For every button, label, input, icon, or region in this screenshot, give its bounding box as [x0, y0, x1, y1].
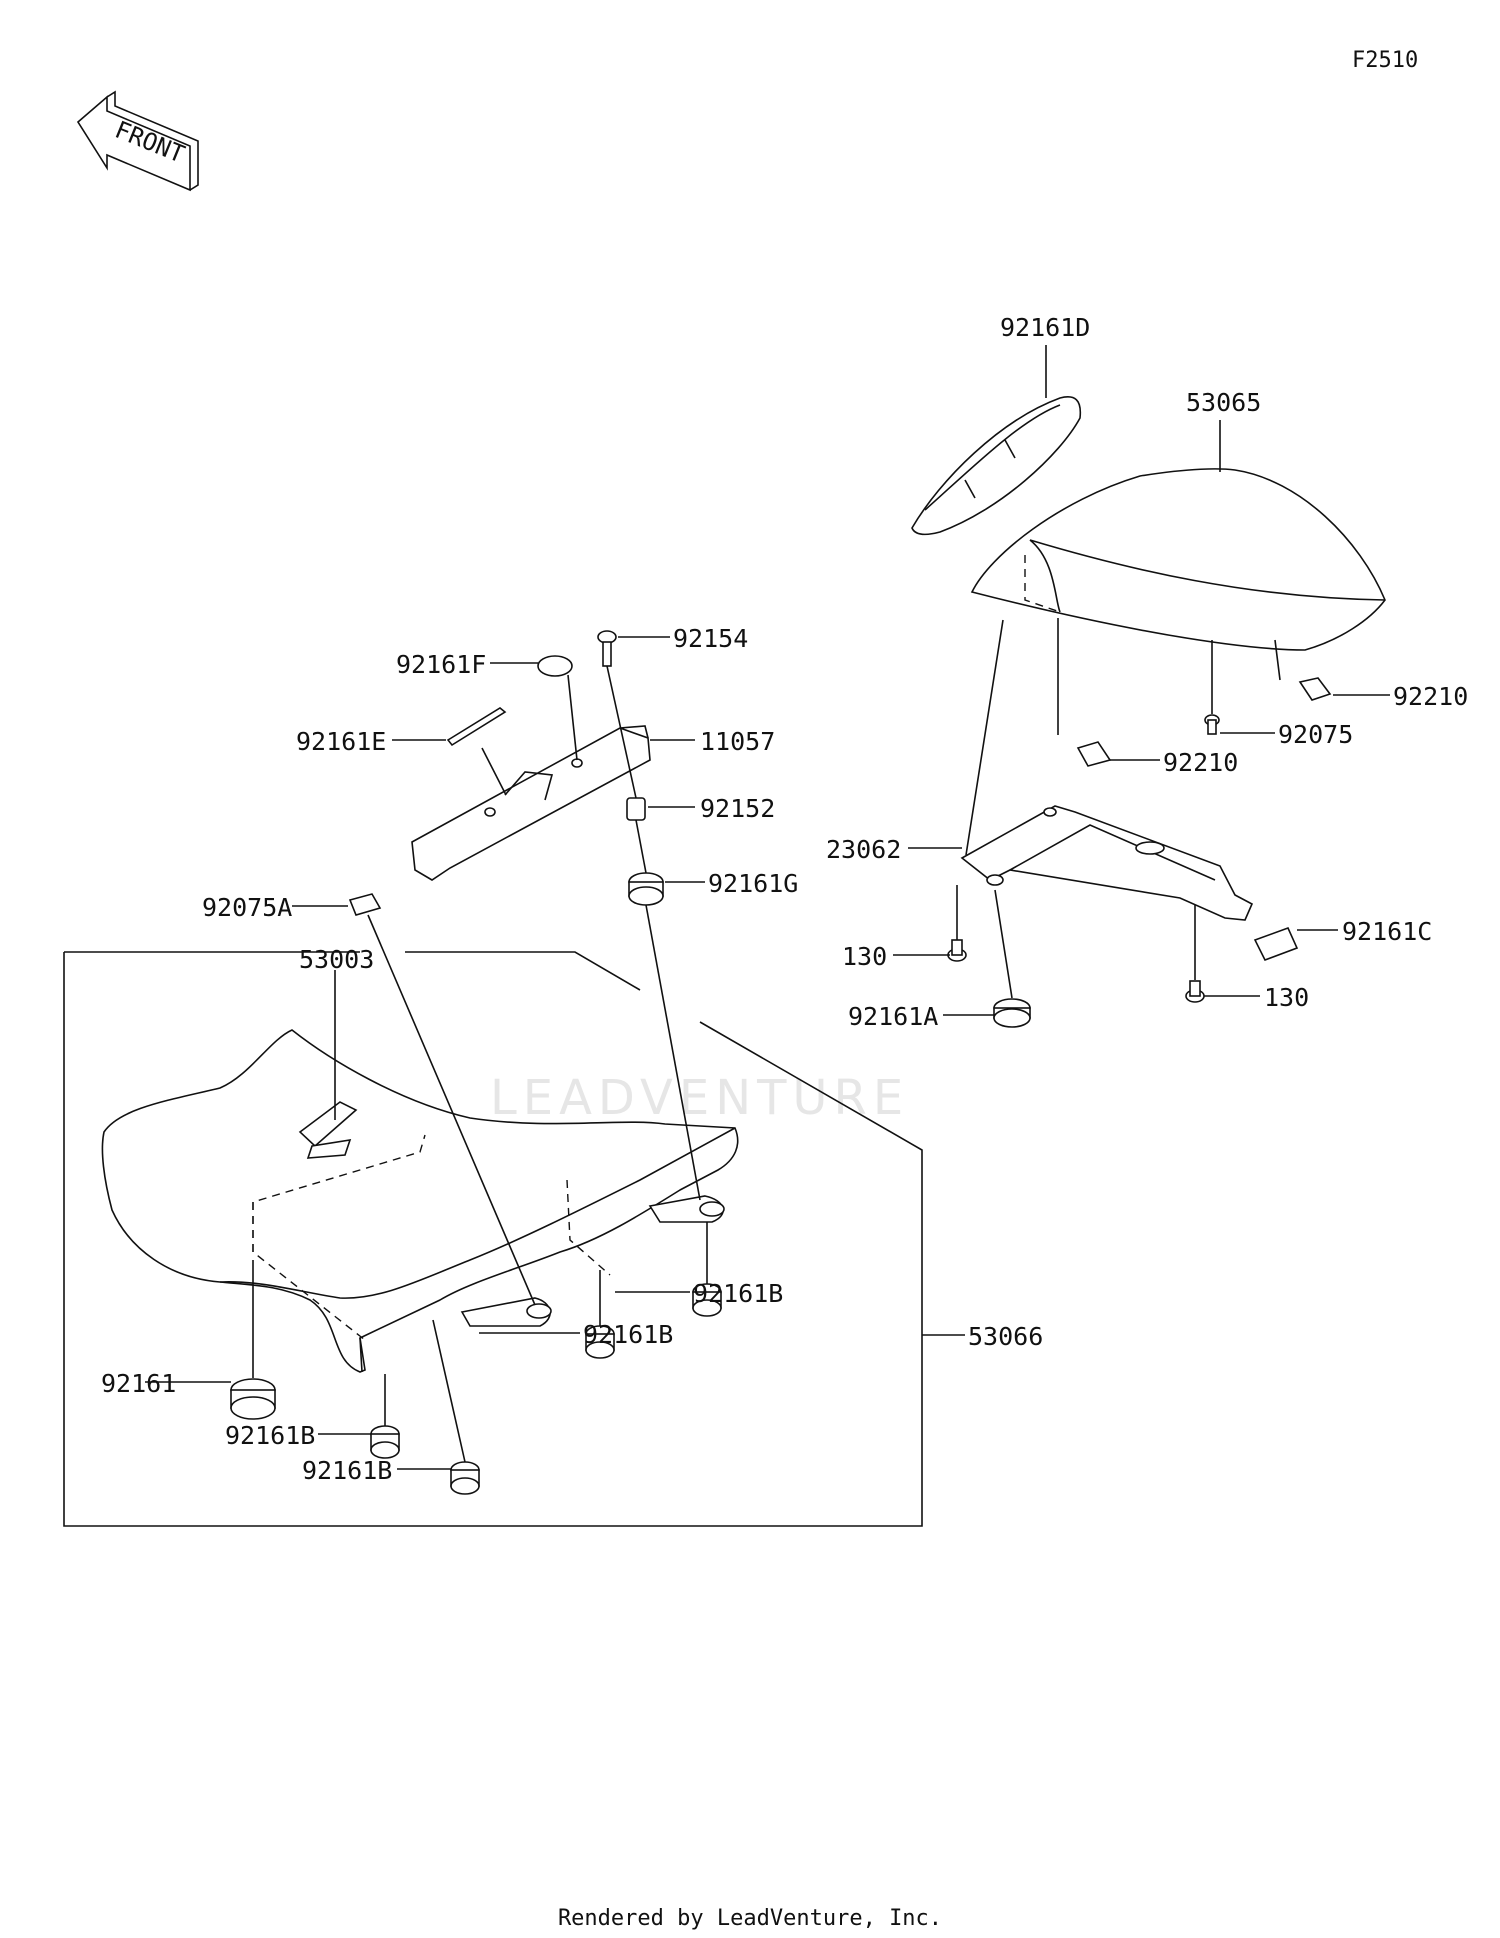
render-credit: Rendered by LeadVenture, Inc.	[557, 1906, 943, 1931]
screw-130-left	[947, 939, 967, 962]
bracket-23062	[960, 805, 1254, 921]
label-92210-left: 92210	[1163, 748, 1239, 777]
label-92161: 92161	[101, 1369, 177, 1398]
damper-92161B-1	[370, 1425, 400, 1459]
seat-assembly-box	[63, 951, 965, 1527]
clip-92210-left	[1076, 741, 1112, 767]
label-92161G: 92161G	[708, 869, 799, 898]
label-92075A: 92075A	[202, 893, 293, 922]
label-92210-right: 92210	[1393, 682, 1469, 711]
label-92161A: 92161A	[848, 1002, 939, 1031]
pad-92161C	[1253, 926, 1299, 962]
label-23062: 23062	[826, 835, 902, 864]
label-92154: 92154	[673, 624, 749, 653]
label-92161C: 92161C	[1342, 917, 1433, 946]
label-92161E: 92161E	[296, 727, 387, 756]
label-92161B-lower-right: 92161B	[302, 1456, 393, 1485]
bolt-92075	[1204, 714, 1220, 735]
screw-130-right	[1185, 980, 1205, 1003]
label-92075: 92075	[1278, 720, 1354, 749]
label-11057: 11057	[700, 727, 776, 756]
strip-92161E	[446, 707, 507, 747]
rider-seat	[101, 1029, 739, 1373]
figure-code: F2510	[1352, 48, 1419, 73]
seat-cover-53065	[970, 468, 1386, 651]
label-53003: 53003	[299, 945, 375, 974]
leader-lines	[145, 345, 1390, 1470]
grommet-92161F	[537, 655, 573, 677]
label-130-left: 130	[842, 942, 888, 971]
damper-92161B-2	[450, 1461, 480, 1495]
label-92161F: 92161F	[396, 650, 487, 679]
label-92161B-middle: 92161B	[583, 1320, 674, 1349]
label-92161D: 92161D	[1000, 313, 1091, 342]
grommet-92161G	[628, 872, 664, 906]
seat-bracket-11057	[411, 725, 651, 881]
front-arrow-icon: FRONT	[76, 90, 199, 192]
label-92161B-upper: 92161B	[693, 1279, 784, 1308]
damper-92161	[230, 1378, 276, 1420]
bolt-92154	[597, 630, 617, 667]
cover-92161D	[911, 396, 1082, 536]
label-92161B-lower-left: 92161B	[225, 1421, 316, 1450]
damper-92161A	[993, 998, 1031, 1028]
label-53065: 53065	[1186, 388, 1262, 417]
label-130-right: 130	[1264, 983, 1310, 1012]
label-53066: 53066	[968, 1322, 1044, 1351]
label-92152: 92152	[700, 794, 776, 823]
clip-92210-right	[1298, 677, 1332, 701]
watermark: LEADVENTURE	[490, 1070, 910, 1126]
damper-92161B-3	[585, 1325, 615, 1359]
pad-92075A	[348, 893, 382, 916]
collar-92152	[626, 797, 646, 821]
